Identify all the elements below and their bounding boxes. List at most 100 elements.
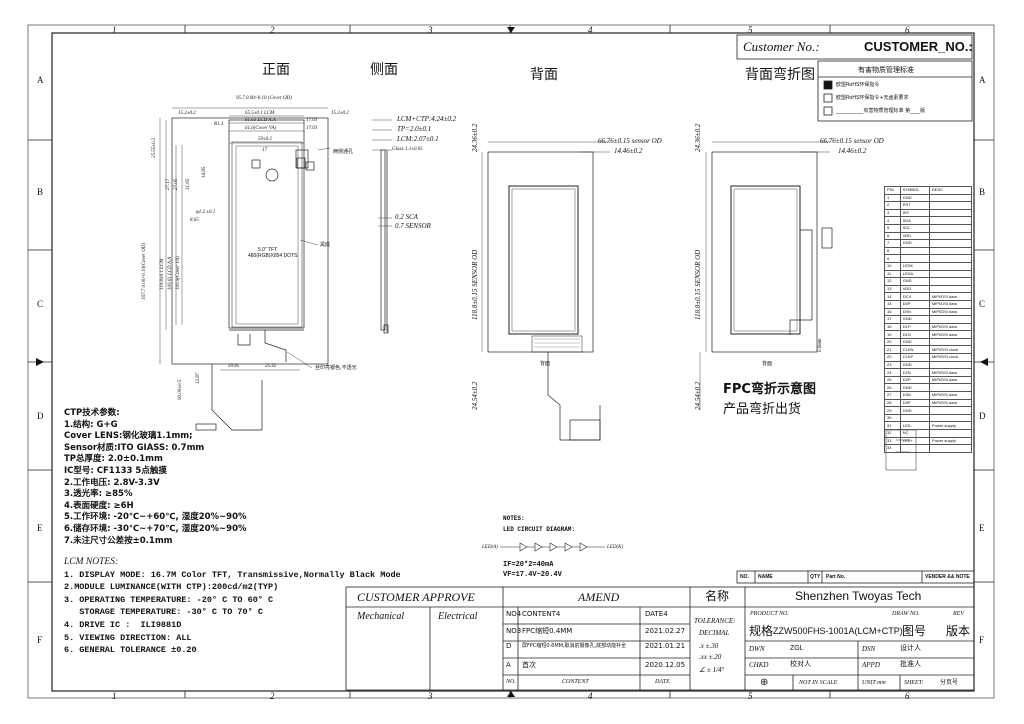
name-label: 名称	[705, 589, 730, 603]
table-cell	[928, 261, 973, 271]
dim-sca: 0.2 SCA	[395, 213, 418, 221]
rev-header-date: DATE	[655, 679, 670, 685]
table-cell	[928, 269, 973, 279]
dim-v3165: 31.65	[186, 178, 191, 190]
table-cell: INT	[899, 208, 930, 218]
dim-v1485: 14.85	[202, 166, 207, 178]
panel-text-2: 480(RGB)X854 DOTS	[248, 253, 298, 259]
spec-label: 规格	[749, 624, 774, 638]
ctp-note-line: 3.透光率: ≥85%	[64, 489, 133, 500]
table-cell	[928, 383, 973, 393]
led-circuit-label: LED CIRCUIT DIAGRAM:	[503, 526, 576, 533]
table-cell	[928, 216, 973, 225]
table-cell: GND	[899, 360, 930, 370]
table-cell: MIPI/DSI data	[928, 391, 973, 400]
table-cell: 21	[884, 345, 901, 355]
table-cell: 13	[884, 284, 901, 294]
row-label-d: D	[37, 411, 44, 421]
table-row: 34	[884, 444, 973, 453]
fold-dim-v06: 0.6mm	[818, 338, 823, 352]
dim-right-152: 15.2±0.2	[331, 111, 349, 116]
table-cell: 19	[884, 330, 901, 339]
table-cell: D2N	[899, 368, 930, 377]
table-cell: MIPI/DSI data	[928, 398, 973, 408]
table-cell: D0N	[899, 307, 930, 317]
table-cell: LED+	[899, 436, 930, 446]
table-cell: 22	[884, 353, 901, 362]
dim-lcd-aa-w: 61.63 LCD A.A	[245, 118, 276, 123]
dim-tp: TP=2.0±0.1	[397, 125, 432, 133]
table-cell: 27	[884, 391, 901, 400]
tolerance-label: TOLERANCE:	[694, 617, 736, 625]
table-cell: MIPI/DSI data	[928, 330, 973, 339]
table-cell: 34	[884, 444, 901, 453]
table-row: 30	[884, 413, 973, 423]
parts-header-qty: QTY	[810, 574, 821, 580]
dim-lcm: LCM:2.07±0.1	[397, 135, 439, 143]
ctp-note-line: Cover LENS:钢化玻璃1.1mm;	[64, 431, 193, 442]
rev-no: A	[506, 661, 511, 669]
version-label: 版本	[946, 624, 971, 638]
fold-back-label: 背面	[762, 361, 773, 367]
table-cell	[928, 315, 973, 324]
amend-label: AMEND	[578, 590, 620, 604]
table-cell: 29	[884, 406, 901, 415]
dim-v2717: 27.17	[166, 178, 171, 190]
table-cell: 24	[884, 368, 901, 377]
silk-note: 丝印亮银色,不透光	[315, 365, 357, 371]
table-cell: 26	[884, 383, 901, 393]
table-cell: 14	[884, 292, 901, 301]
table-cell: D3P	[899, 398, 930, 408]
dim-v1099: 109.9(Cover VA)	[176, 256, 181, 290]
chkd-value: 校对人	[790, 660, 811, 668]
row-label-d-right: D	[979, 411, 986, 421]
led-vf: VF=17.4V~20.4V	[503, 571, 562, 579]
rev-date: 2021.01.21	[645, 642, 686, 650]
table-cell: GND	[899, 315, 930, 324]
model-number: ZZW500FHS-1001A(LCM+CTP)	[773, 626, 903, 636]
rohs-item-3: ___________有害物质管理标准 第____版	[836, 108, 926, 114]
col-label-2: 2	[270, 25, 275, 35]
row-label-b: B	[37, 187, 44, 197]
table-cell: GND	[899, 406, 930, 415]
rev-date: 2020.12.05	[645, 661, 686, 669]
table-cell: GND	[899, 193, 930, 203]
table-cell: LED-	[899, 421, 930, 430]
table-cell	[928, 429, 973, 438]
chkd-label: CHKD	[749, 661, 769, 669]
decimal-label: DECIMAL	[699, 629, 730, 637]
table-cell: 5	[884, 223, 901, 233]
fold-dim-v2436: 24.36±0.2	[694, 123, 702, 152]
black-bottom-note: 黑底	[320, 242, 331, 248]
col-label-3-bottom: 3	[428, 691, 433, 701]
ctp-note-line: TP总厚度: 2.0±0.1mm	[64, 454, 163, 465]
dim-left-152: 15.2±0.2	[178, 111, 196, 116]
table-cell: 2	[884, 201, 901, 210]
table-cell	[899, 246, 930, 256]
lcm-note-line: 6. GENERAL TOLERANCE ±0.20	[64, 645, 197, 656]
table-cell: LEDA	[899, 269, 930, 279]
dim-v167: 167.7 0.00/-0.10(Cover OD)	[142, 242, 147, 300]
back-dim-1446: 14.46±0.2	[614, 147, 643, 155]
dim-lcm-ctp: LCM+CTP:4.24±0.2	[397, 115, 457, 123]
ctp-note-line: IC型号: CF1133 5点触摸	[64, 465, 167, 476]
tol-2: .xx ±.20	[699, 653, 722, 661]
row-label-e-right: E	[979, 523, 985, 533]
